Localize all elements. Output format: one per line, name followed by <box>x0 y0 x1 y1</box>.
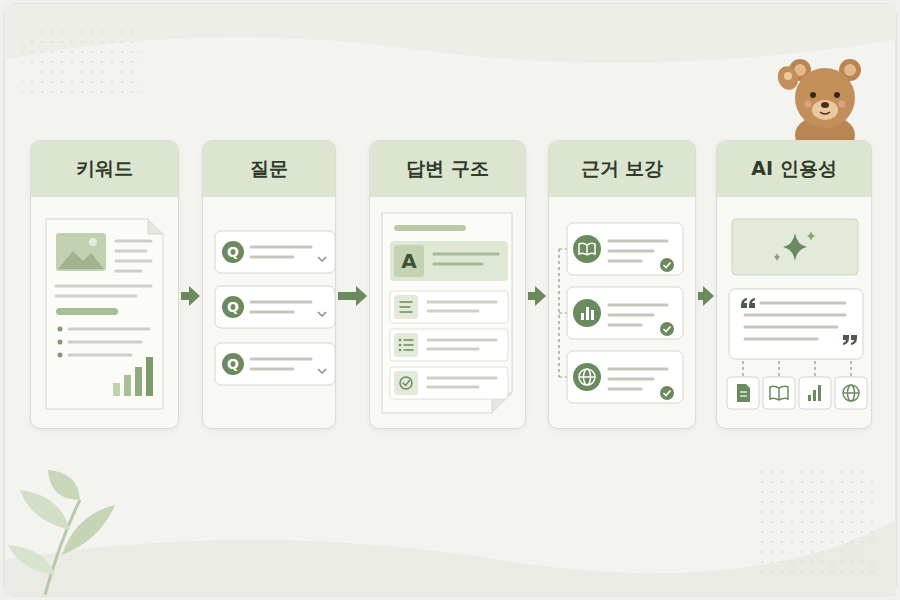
flow-arrow <box>528 286 546 306</box>
step-title: 질문 <box>250 156 288 182</box>
step-card: 답변 구조 A <box>369 140 526 429</box>
step-card: 키워드 <box>30 140 179 429</box>
flow-arrow <box>181 286 200 306</box>
step-title: 답변 구조 <box>406 156 489 182</box>
step-card: 질문 Q Q Q <box>202 140 336 429</box>
flow-arrow <box>698 286 714 306</box>
icon-letter: Q <box>227 357 239 371</box>
step-card: 근거 보강 <box>548 140 696 429</box>
card-header: AI 인용성 <box>717 141 871 197</box>
icon-letter: A <box>401 251 416 271</box>
card-header: 답변 구조 <box>370 141 525 197</box>
icon-letter: Q <box>227 300 239 314</box>
card-header: 근거 보강 <box>549 141 695 197</box>
leaves <box>8 470 115 595</box>
card-header: 키워드 <box>31 141 178 197</box>
flow-arrow <box>338 286 367 306</box>
step-title: 키워드 <box>76 156 133 182</box>
step-title: AI 인용성 <box>751 156 836 182</box>
card-header: 질문 <box>203 141 335 197</box>
icon-letter: Q <box>227 245 239 259</box>
step-card: AI 인용성 <box>716 140 872 429</box>
step-title: 근거 보강 <box>581 156 664 182</box>
